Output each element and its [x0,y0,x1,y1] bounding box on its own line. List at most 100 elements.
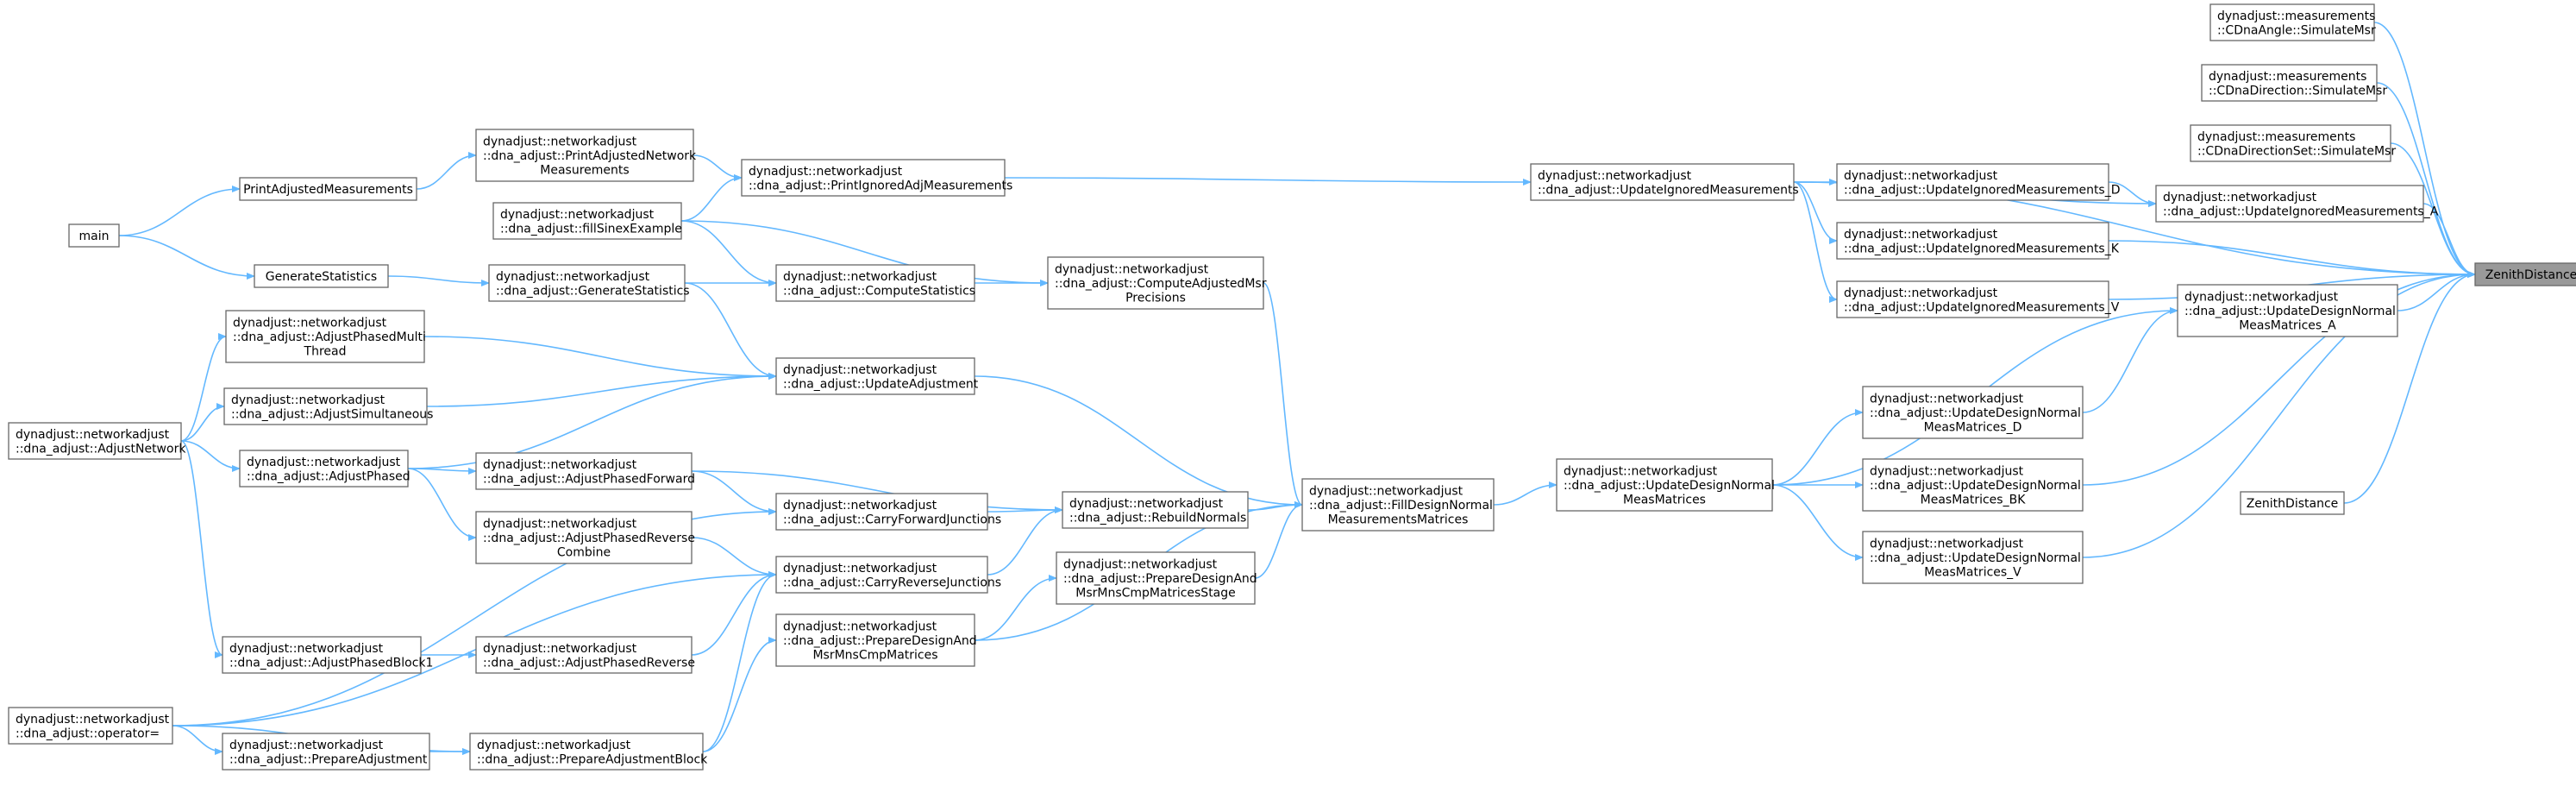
node-opeq[interactable]: dynadjust::networkadjust::dna_adjust::op… [8,707,173,745]
node-label-line: dynadjust::networkadjust [1055,263,1209,277]
node-label-line: Measurements [540,164,629,178]
node-box [68,223,120,248]
node-label-line: ::dna_adjust::PrepareDesignAnd [1063,572,1257,586]
node-udnm[interactable]: dynadjust::networkadjust::dna_adjust::Up… [1556,458,1775,512]
node-cdna_angle[interactable]: dynadjust::measurements::CDnaAngle::Simu… [2209,3,2376,41]
node-fse[interactable]: dynadjust::networkadjust::dna_adjust::fi… [492,202,682,240]
node-box [222,733,430,771]
node-box [225,310,425,363]
node-gstat[interactable]: dynadjust::networkadjust::dna_adjust::Ge… [488,264,690,302]
edge-anet-to-asim [180,403,225,442]
node-padj[interactable]: dynadjust::networkadjust::dna_adjust::Pr… [222,733,430,771]
edge-uim_K-to-zenith [2108,240,2476,278]
node-box [488,264,686,302]
edge-layer [118,22,2476,756]
node-fdnm[interactable]: dynadjust::networkadjust::dna_adjust::Fi… [1301,478,1495,532]
node-pam_top[interactable]: PrintAdjustedMeasurements [239,177,417,201]
node-box [475,452,693,490]
edge-udnm-to-udnm_D [1771,409,1864,486]
node-uim[interactable]: dynadjust::networkadjust::dna_adjust::Up… [1530,163,1799,201]
node-apmt[interactable]: dynadjust::networkadjust::dna_adjust::Ad… [225,310,426,363]
edge-udnm_BK-to-zenith [2082,271,2476,486]
node-padjb[interactable]: dynadjust::networkadjust::dna_adjust::Pr… [469,733,708,771]
edge-opeq-to-padj [172,725,223,755]
node-label-line: PrintAdjustedMeasurements [243,183,413,197]
node-label-line: ::dna_adjust::CarryForwardJunctions [783,513,1001,526]
edge-gstat-to-uadj [684,282,777,380]
node-label-line: MeasMatrices_A [2239,319,2336,333]
node-label-line: Thread [304,345,347,359]
node-label-line: ::dna_adjust::ComputeAdjustedMsr [1055,277,1267,291]
node-uim_K[interactable]: dynadjust::networkadjust::dna_adjust::Up… [1836,222,2120,260]
node-pdmstage[interactable]: dynadjust::networkadjust::dna_adjust::Pr… [1056,551,1257,605]
node-asim[interactable]: dynadjust::networkadjust::dna_adjust::Ad… [223,387,433,425]
node-apb1[interactable]: dynadjust::networkadjust::dna_adjust::Ad… [222,636,433,674]
node-label-line: MeasMatrices_D [1924,421,2022,435]
node-zenith[interactable]: ZenithDistance [2474,262,2576,286]
node-label-line: GenerateStatistics [266,270,377,284]
node-label-line: ::dna_adjust::AdjustPhased [247,469,411,483]
edge-uim-to-uim_V [1793,181,1838,303]
node-aprc[interactable]: dynadjust::networkadjust::dna_adjust::Ad… [475,511,695,564]
node-label-line: dynadjust::networkadjust [500,208,655,222]
node-pian[interactable]: dynadjust::networkadjust::dna_adjust::Pr… [741,159,1012,197]
node-cdna_directionset[interactable]: dynadjust::measurements::CDnaDirectionSe… [2190,124,2396,162]
node-rnorm[interactable]: dynadjust::networkadjust::dna_adjust::Re… [1062,491,1249,529]
node-cfj[interactable]: dynadjust::networkadjust::dna_adjust::Ca… [775,493,1001,531]
node-udnm_D[interactable]: dynadjust::networkadjust::dna_adjust::Up… [1862,386,2084,439]
node-box [775,264,975,302]
node-caMsr[interactable]: dynadjust::networkadjust::dna_adjust::Co… [1047,256,1267,310]
node-label-line: dynadjust::networkadjust [1063,558,1218,572]
node-uim_A[interactable]: dynadjust::networkadjust::dna_adjust::Up… [2155,185,2439,223]
node-cstat[interactable]: dynadjust::networkadjust::dna_adjust::Co… [775,264,975,302]
node-pdm[interactable]: dynadjust::networkadjust::dna_adjust::Pr… [775,613,977,667]
node-box [2155,185,2424,223]
node-udnm_A[interactable]: dynadjust::networkadjust::dna_adjust::Up… [2177,284,2398,337]
node-box [1836,163,2109,201]
node-uim_V[interactable]: dynadjust::networkadjust::dna_adjust::Up… [1836,280,2120,318]
edge-cdna_angle-to-zenith [2373,22,2476,278]
node-pam[interactable]: dynadjust::networkadjust::dna_adjust::Pr… [475,129,697,182]
node-box [1862,458,2084,512]
node-label-line: dynadjust::networkadjust [483,518,637,532]
node-uim_D[interactable]: dynadjust::networkadjust::dna_adjust::Up… [1836,163,2121,201]
node-box [223,387,428,425]
node-box [254,264,389,288]
edge-asim-to-uadj [426,373,777,407]
node-label-line: dynadjust::networkadjust [1844,228,1998,242]
node-label-line: ::dna_adjust::AdjustNetwork [16,442,186,456]
node-label-line: ::dna_adjust::PrepareAdjustmentBlock [477,752,708,766]
node-crj[interactable]: dynadjust::networkadjust::dna_adjust::Ca… [775,556,1001,594]
edge-apf-to-rnorm [691,470,1063,513]
node-label-line: dynadjust::networkadjust [16,713,170,727]
node-label-line: ::dna_adjust::UpdateIgnoredMeasurements [1538,183,1799,197]
node-udnm_BK[interactable]: dynadjust::networkadjust::dna_adjust::Up… [1862,458,2084,512]
node-label-line: ::dna_adjust::CarryReverseJunctions [783,576,1001,589]
node-box [475,636,693,674]
node-zenith2[interactable]: ZenithDistance [2240,491,2345,515]
edge-apr-to-crj [691,571,777,656]
node-apf[interactable]: dynadjust::networkadjust::dna_adjust::Ad… [475,452,695,490]
node-label-line: ::dna_adjust::GenerateStatistics [496,284,690,298]
node-main[interactable]: main [68,223,120,248]
node-uadj[interactable]: dynadjust::networkadjust::dna_adjust::Up… [775,357,979,395]
node-udnm_V[interactable]: dynadjust::networkadjust::dna_adjust::Up… [1862,531,2084,584]
node-box [492,202,682,240]
node-label-line: ::dna_adjust::UpdateDesignNormal [2184,305,2396,318]
node-box [1301,478,1495,532]
node-anet[interactable]: dynadjust::networkadjust::dna_adjust::Ad… [8,422,186,460]
node-cdna_direction[interactable]: dynadjust::measurements::CDnaDirection::… [2201,64,2387,102]
node-aphased[interactable]: dynadjust::networkadjust::dna_adjust::Ad… [239,450,411,488]
node-label-line: dynadjust::networkadjust [783,363,937,377]
node-box [1530,163,1795,201]
edge-caMsr-to-fdnm [1263,282,1303,508]
edge-padjb-to-pdm [702,637,777,752]
node-gs_top[interactable]: GenerateStatistics [254,264,389,288]
node-label-line: dynadjust::networkadjust [233,317,387,330]
node-apr[interactable]: dynadjust::networkadjust::dna_adjust::Ad… [475,636,695,674]
edge-pam-to-pian [693,154,743,181]
node-box [775,613,975,667]
node-label-line: dynadjust::networkadjust [1870,465,2024,479]
node-label-line: ::dna_adjust::FillDesignNormal [1309,499,1493,513]
